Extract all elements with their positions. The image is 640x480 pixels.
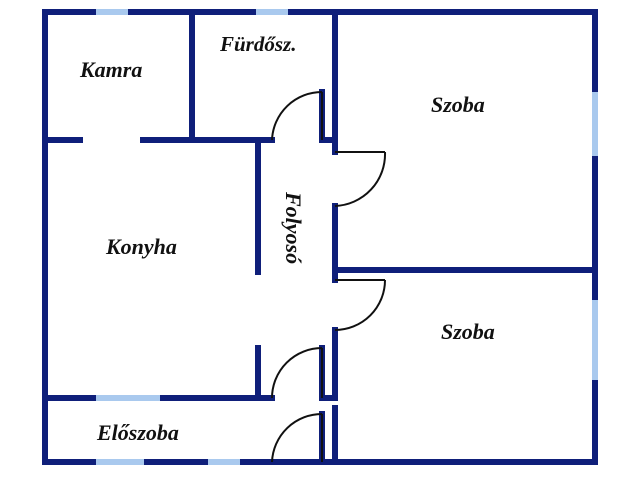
doors <box>271 90 387 463</box>
label-szoba-bottom: Szoba <box>441 319 495 344</box>
label-konyha: Konyha <box>105 234 177 259</box>
door-szoba-bottom <box>334 279 386 331</box>
label-szoba-top: Szoba <box>431 92 485 117</box>
door-furdo <box>271 90 323 141</box>
label-furdoszoba: Fürdősz. <box>219 32 296 56</box>
label-kamra: Kamra <box>79 57 142 82</box>
door-entrance <box>271 412 323 463</box>
windows <box>96 9 598 465</box>
door-eloszoba <box>271 347 323 399</box>
label-eloszoba: Előszoba <box>96 420 179 445</box>
door-szoba-top <box>334 151 387 207</box>
label-folyoso: Folyosó <box>281 191 306 264</box>
